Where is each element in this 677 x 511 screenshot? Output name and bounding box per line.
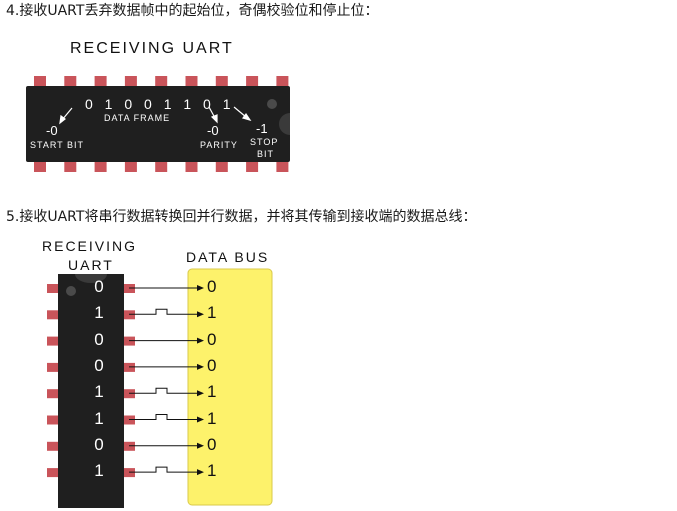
chip-pin	[215, 76, 228, 87]
chip-pin	[34, 76, 46, 87]
chip-pin	[34, 161, 46, 172]
chip-pin	[47, 310, 59, 320]
chip-bit: 0	[94, 434, 104, 454]
arrow-head	[197, 442, 204, 449]
chip-1-pins-bottom	[34, 161, 289, 172]
chip-pin	[246, 76, 259, 87]
bus-line	[129, 387, 198, 394]
bus-line	[129, 414, 198, 420]
arrow-head	[197, 285, 204, 291]
chip-pin	[47, 336, 59, 346]
data-bus-box	[187, 268, 273, 506]
data-bus-title: DATA BUS	[186, 249, 270, 265]
stop-label-line2: BIT	[257, 149, 275, 159]
chip-1-pins-top	[34, 76, 289, 87]
bus-line	[129, 466, 198, 473]
arrow-head	[197, 337, 204, 344]
bus-bit: 0	[207, 355, 217, 375]
stop-bit-value: -1	[256, 121, 268, 136]
arrow-head	[197, 469, 204, 476]
chip-pin	[94, 76, 107, 87]
bus-lines	[129, 285, 204, 476]
bus-bit: 1	[207, 382, 217, 402]
bus-bit: 0	[207, 329, 217, 349]
chip-bit: 1	[94, 408, 104, 428]
chip-bit: 1	[94, 461, 104, 481]
arrow-head	[197, 311, 204, 318]
chip-bit: 0	[94, 277, 104, 296]
chip-pin	[47, 389, 59, 399]
parity-label: PARITY	[200, 140, 238, 150]
chip-1-dot	[267, 99, 277, 109]
data-frame-label: DATA FRAME	[104, 113, 171, 123]
chip-2-pins-left	[47, 284, 59, 478]
chip-2-body	[58, 274, 124, 508]
chip-1-body	[26, 86, 290, 162]
chip-2-title-line1: RECEIVING	[42, 238, 138, 254]
chip-1-arrows	[59, 106, 252, 125]
arrow-head	[197, 416, 204, 423]
chip-bit: 1	[94, 382, 104, 402]
bus-bit: 1	[207, 461, 217, 481]
receiving-uart-title: RECEIVING UART	[70, 40, 234, 57]
step4-caption: 4.接收UART丢弃数据帧中的起始位，奇偶校验位和停止位：	[6, 3, 379, 19]
chip-pin	[276, 76, 289, 87]
arrow-head	[197, 363, 204, 370]
chip-pin	[215, 161, 228, 172]
chip-pin	[246, 161, 259, 172]
chip-pin	[47, 362, 59, 372]
parity-value: -0	[207, 123, 219, 138]
chip-1-notch	[279, 113, 290, 135]
chip-pin	[94, 161, 107, 172]
step5-caption: 5.接收UART将串行数据转换回并行数据，并将其传输到接收端的数据总线：	[6, 209, 477, 225]
chip-bit: 1	[94, 303, 104, 323]
chip-2-notch	[75, 274, 107, 283]
start-bit-label: START BIT	[30, 140, 85, 150]
arrow-head	[197, 390, 204, 397]
chip-pin	[155, 161, 168, 172]
bus-line	[129, 308, 198, 315]
chip-pin	[47, 441, 59, 451]
chip-pin	[64, 76, 77, 87]
chip-2-title-line2: UART	[68, 257, 114, 273]
bus-bit: 0	[207, 277, 217, 296]
chip-pin	[276, 161, 289, 172]
chip-pin	[47, 415, 59, 425]
chip-pin	[185, 76, 198, 87]
chip-2-dot	[66, 286, 76, 296]
stop-label-line1: STOP	[250, 137, 279, 147]
data-frame-bits: 0 1 0 0 1 1 0 1	[85, 96, 235, 112]
chip-pin	[185, 161, 198, 172]
chip-2-pins-right	[123, 284, 135, 478]
chip-pin	[155, 76, 168, 87]
chip-pin	[124, 76, 137, 87]
chip-pin	[47, 284, 59, 293]
bus-bit: 1	[207, 408, 217, 428]
chip-bit: 0	[94, 329, 104, 349]
start-bit-value: -0	[46, 123, 58, 138]
bus-bit: 1	[207, 303, 217, 323]
chip-pin	[64, 161, 77, 172]
chip-pin	[47, 468, 59, 478]
chip-bit: 0	[94, 355, 104, 375]
chip-pin	[124, 161, 137, 172]
bus-bit: 0	[207, 434, 217, 454]
